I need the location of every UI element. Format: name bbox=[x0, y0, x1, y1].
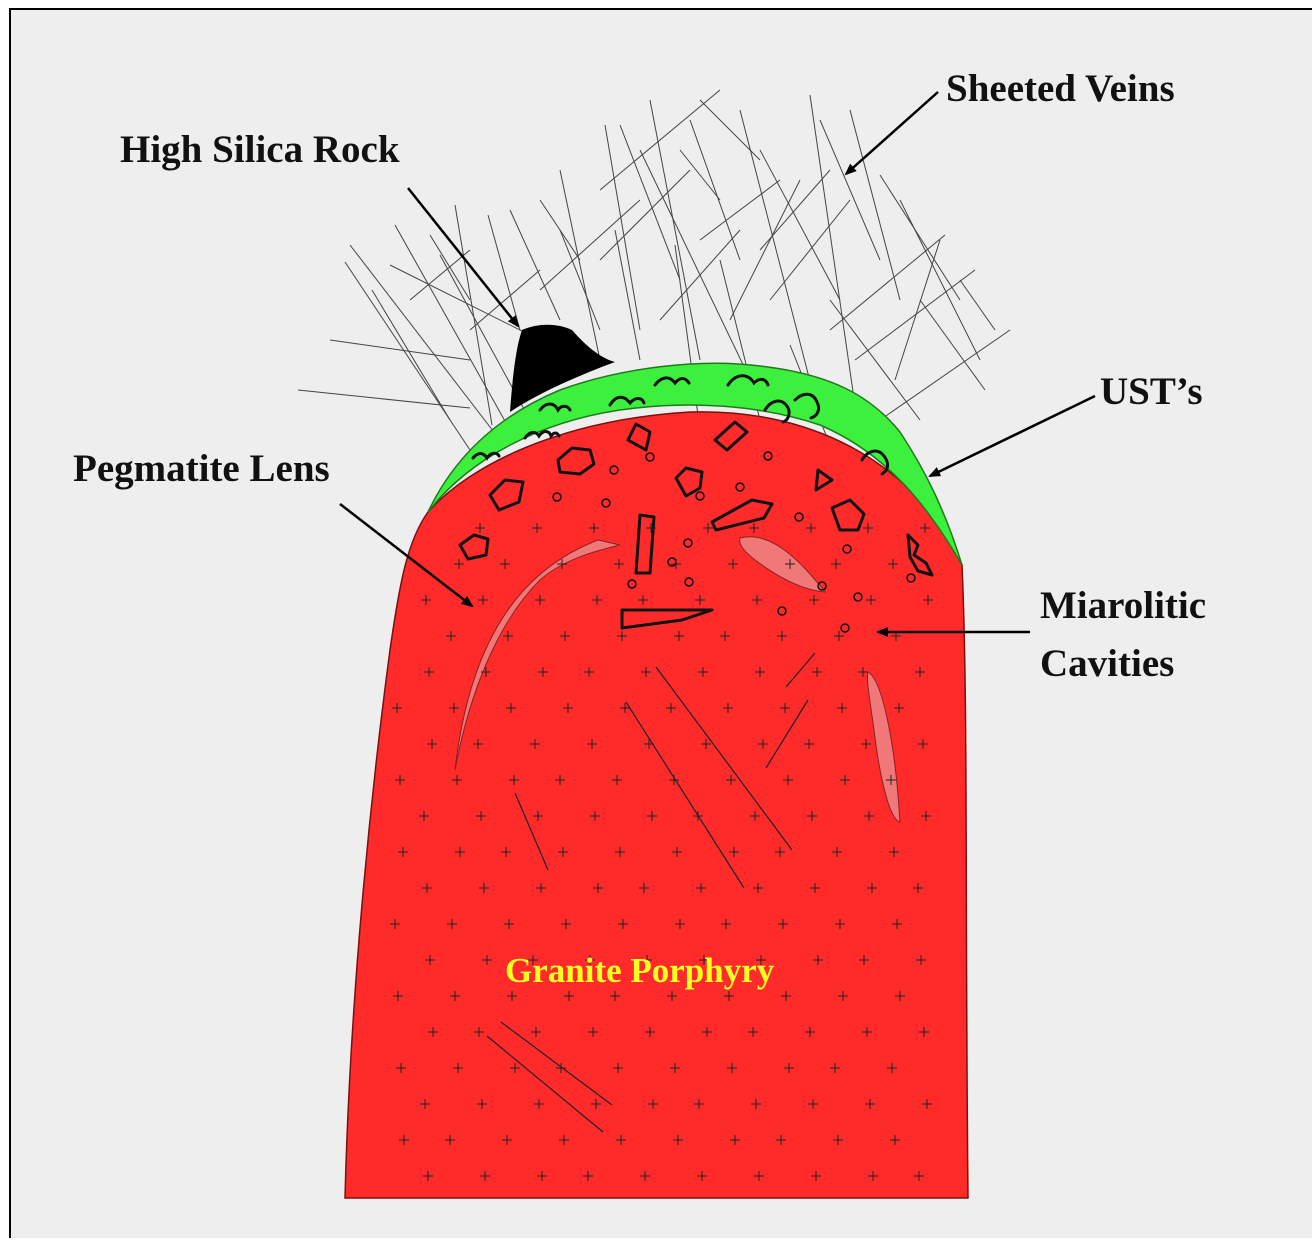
vein-line bbox=[395, 225, 510, 430]
vein-line bbox=[605, 125, 640, 330]
vein-line bbox=[330, 340, 470, 360]
vein-line bbox=[920, 300, 985, 390]
vein-line bbox=[680, 150, 720, 200]
vein-line bbox=[660, 230, 740, 320]
label-usts: UST’s bbox=[1100, 370, 1203, 413]
label-miarolitic: Miarolitic bbox=[1040, 584, 1206, 627]
sheeted-veins bbox=[298, 90, 1010, 470]
label-sheeted-veins: Sheeted Veins bbox=[946, 67, 1175, 110]
label-granite-porphyry: Granite Porphyry bbox=[505, 951, 775, 990]
label-pegmatite-lens: Pegmatite Lens bbox=[73, 447, 330, 490]
vein-line bbox=[510, 210, 560, 320]
granite-porphyry-body bbox=[345, 412, 968, 1198]
arrow-sheeted-veins bbox=[846, 92, 938, 174]
vein-line bbox=[455, 205, 492, 425]
label-high-silica-rock: High Silica Rock bbox=[120, 128, 400, 171]
vein-line bbox=[850, 110, 900, 300]
vein-line bbox=[895, 240, 940, 380]
arrow-usts bbox=[930, 396, 1095, 476]
vein-line bbox=[488, 215, 520, 330]
vein-line bbox=[900, 200, 980, 360]
vein-line bbox=[390, 265, 540, 340]
vein-line bbox=[830, 235, 945, 330]
vein-line bbox=[430, 235, 470, 300]
vein-line bbox=[600, 170, 690, 260]
arrow-high-silica-rock bbox=[408, 188, 518, 326]
vein-line bbox=[700, 180, 780, 240]
vein-line bbox=[880, 175, 960, 300]
vein-line bbox=[560, 230, 600, 330]
label-cavities: Cavities bbox=[1040, 642, 1174, 685]
vein-line bbox=[960, 280, 995, 330]
vein-line bbox=[615, 230, 640, 360]
vein-line bbox=[600, 90, 720, 190]
vein-line bbox=[298, 390, 470, 408]
vein-line bbox=[650, 100, 700, 360]
vein-line bbox=[345, 262, 470, 450]
vein-line bbox=[730, 180, 800, 320]
vein-line bbox=[880, 330, 1010, 420]
